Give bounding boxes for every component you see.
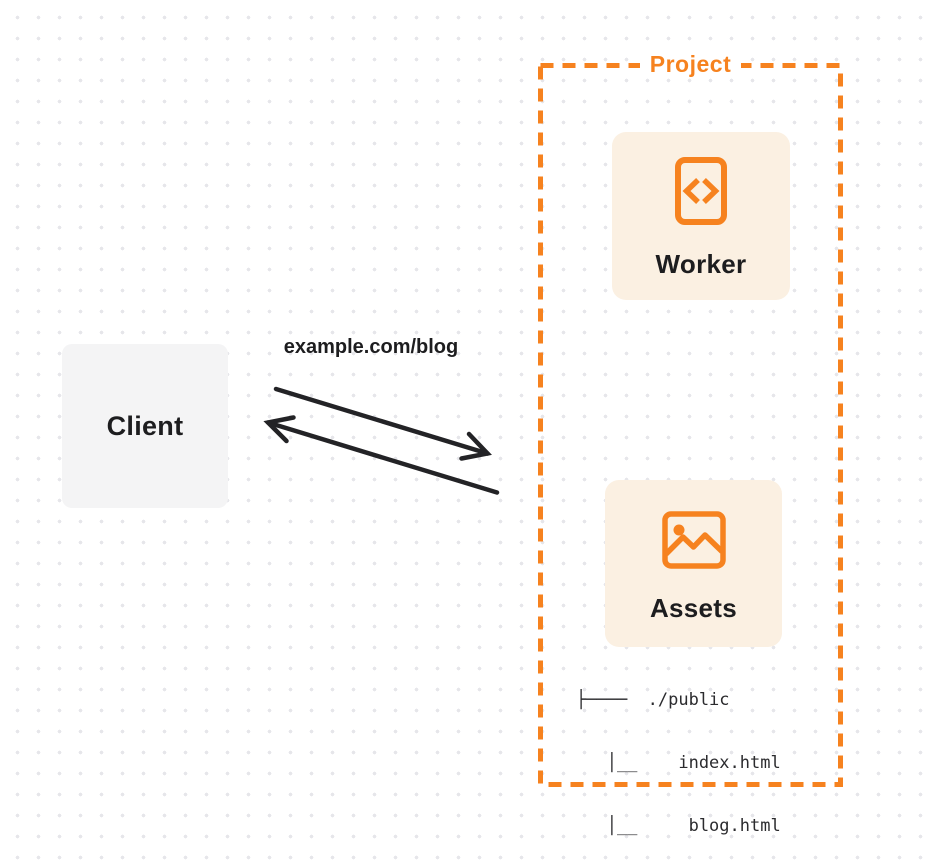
file-tree-root: ├──── ./public — [576, 690, 730, 710]
request-url-label: example.com/blog — [283, 336, 459, 358]
file-tree-item: │__ index.html — [576, 753, 781, 773]
image-icon — [661, 511, 726, 569]
response-arrow — [263, 415, 500, 495]
assets-card: Assets — [605, 480, 782, 647]
assets-label: Assets — [649, 593, 738, 623]
code-file-icon — [675, 157, 727, 225]
file-tree-item: │__ blog.html — [576, 816, 781, 836]
project-boundary — [538, 63, 843, 787]
request-arrow — [273, 386, 492, 461]
project-label-row: Project — [538, 49, 843, 83]
worker-label: Worker — [655, 249, 747, 279]
worker-card: Worker — [612, 132, 790, 300]
client-box: Client — [62, 344, 228, 508]
assets-file-tree: ├──── ./public │__ index.html │__ blog.h… — [576, 648, 781, 860]
client-label: Client — [106, 410, 184, 441]
project-label: Project — [639, 51, 742, 77]
